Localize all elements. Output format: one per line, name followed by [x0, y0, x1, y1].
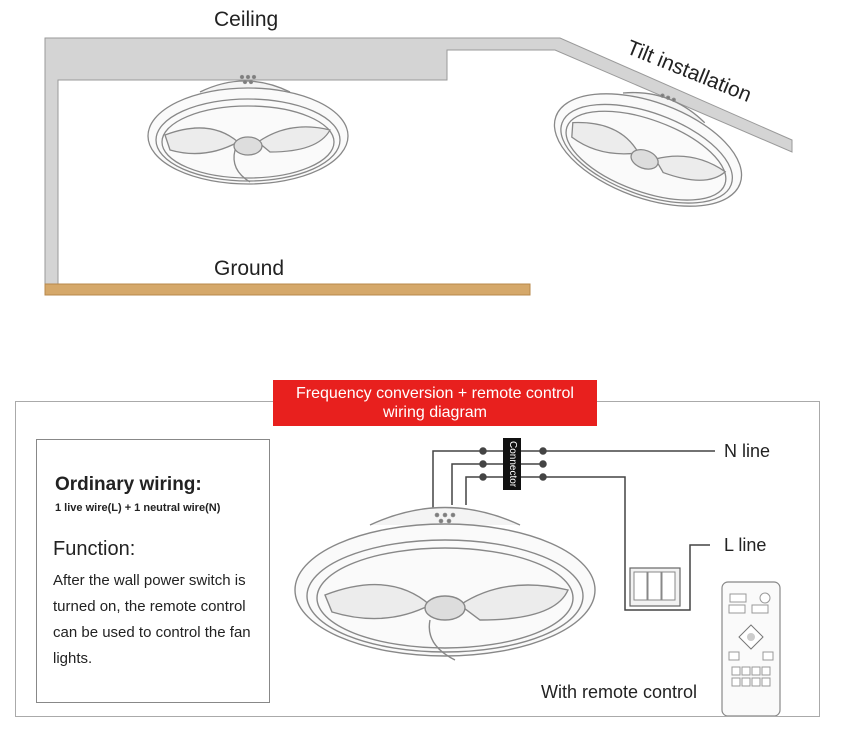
- ordinary-wiring-subtitle: 1 live wire(L) + 1 neutral wire(N): [55, 502, 221, 514]
- l-line-label: L line: [724, 535, 767, 555]
- function-heading: Function:: [53, 538, 136, 560]
- ground-bar: [44, 283, 531, 296]
- ordinary-wiring-title: Ordinary wiring:: [55, 474, 202, 495]
- wiring-lines: [432, 447, 715, 611]
- fan-wiring-illustration: [294, 506, 596, 661]
- fan-flat-illustration: [147, 74, 349, 185]
- banner-line-2: wiring diagram: [382, 404, 488, 421]
- banner-line-1: Frequency conversion + remote control: [296, 385, 574, 402]
- ground-label: Ground: [214, 257, 285, 280]
- n-line-label: N line: [724, 441, 771, 461]
- fan-tilt-illustration: [553, 91, 743, 207]
- ordinary-wiring-box: Ordinary wiring: 1 live wire(L) + 1 neut…: [36, 439, 270, 703]
- connector-block: Connector: [503, 438, 521, 490]
- remote-control-label: With remote control: [541, 682, 698, 702]
- wiring-diagram-banner: Frequency conversion + remote control wi…: [273, 380, 597, 426]
- remote-control-illustration: [721, 581, 781, 717]
- wall-switch-illustration: [629, 567, 681, 607]
- function-description: After the wall power switch is turned on…: [53, 572, 251, 667]
- ceiling-label: Ceiling: [214, 8, 279, 31]
